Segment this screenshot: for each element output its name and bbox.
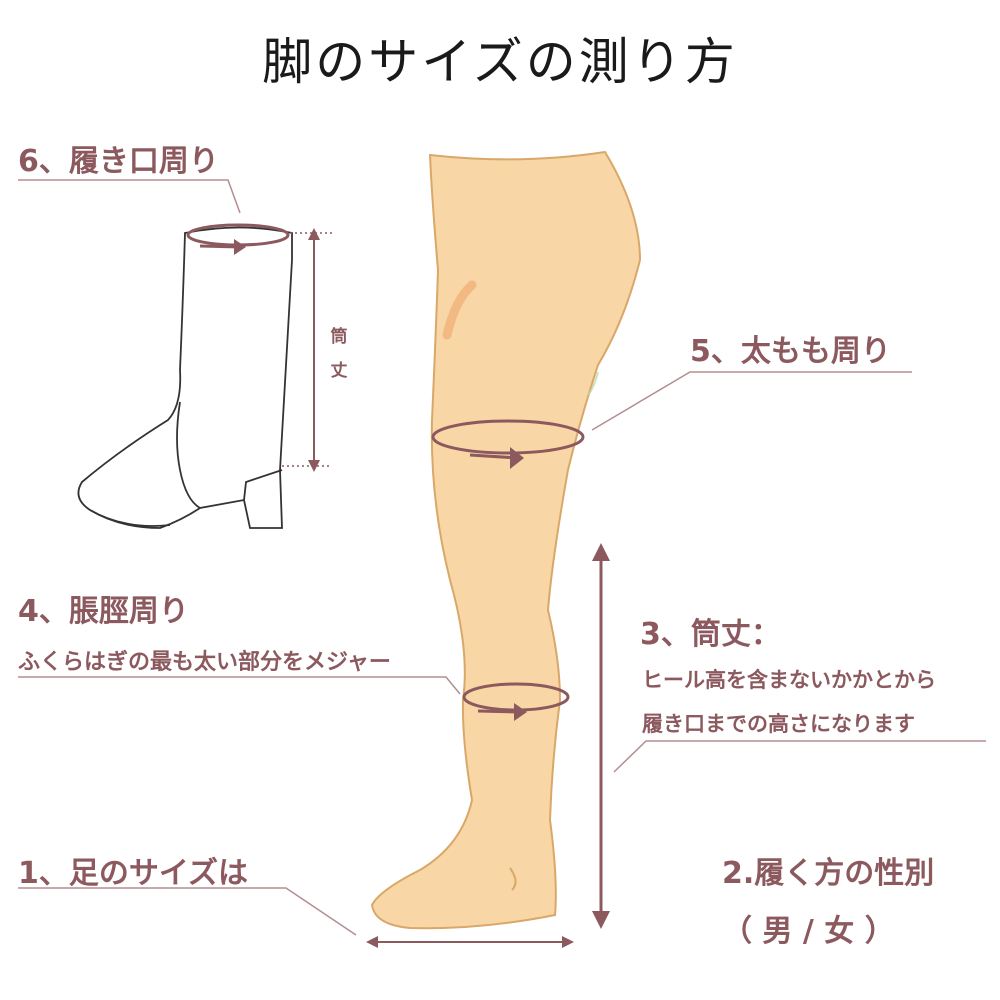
calf-loop [462, 682, 570, 721]
ankle-detail [509, 867, 517, 891]
opening-arrow-icon [234, 239, 246, 255]
opening-loop [186, 223, 290, 255]
calf-arrow-icon [514, 703, 527, 721]
label-calf-desc: ふくらはぎの最も太い部分をメジャー [18, 650, 391, 675]
leg-illustration [370, 150, 642, 930]
label-thigh: 5、太もも周り [690, 334, 891, 369]
label-shaft-desc-1: ヒール高を含まないかかとから [642, 668, 936, 692]
label-shaft: 3、筒丈： [640, 617, 781, 652]
label-foot: 1、足のサイズは [18, 856, 248, 891]
label-gender: 2.履く方の性別 [722, 856, 935, 891]
thigh-loop [431, 419, 585, 469]
leader-lines [18, 179, 986, 936]
label-gender-options: （ 男 / 女 ） [722, 914, 895, 949]
label-shaft-desc-2: 履き口までの高さになります [642, 712, 915, 736]
label-opening: 6、履き口周り [18, 144, 219, 179]
label-shaft-vertical-2: 丈 [330, 361, 348, 381]
thigh-arrow-icon [510, 447, 524, 469]
label-calf: 4、脹脛周り [18, 594, 189, 629]
boot-illustration [77, 226, 293, 529]
page-title: 脚のサイズの測り方 [262, 33, 738, 91]
label-shaft-vertical: 筒 丈 [328, 320, 350, 388]
label-shaft-vertical-1: 筒 [330, 327, 348, 347]
knee-highlight [442, 280, 477, 340]
